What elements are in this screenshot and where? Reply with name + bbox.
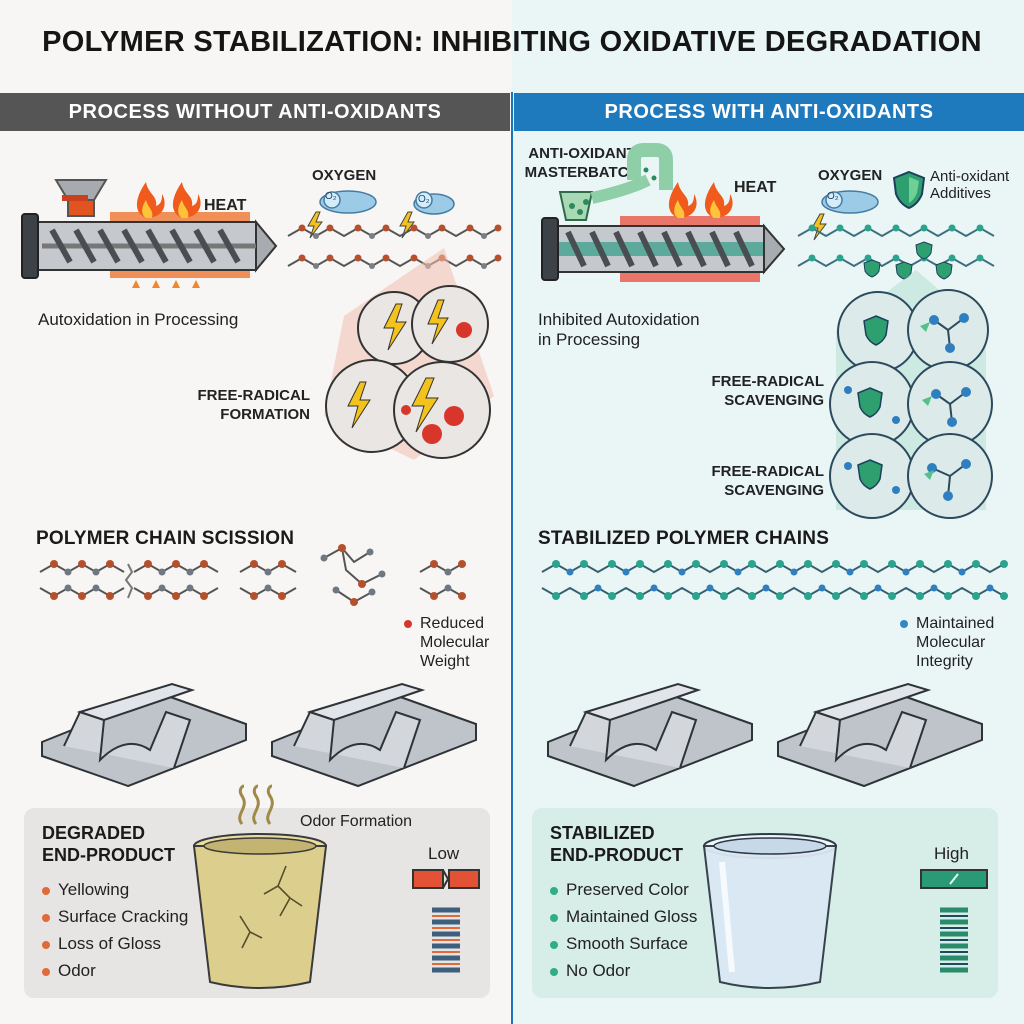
lightning-icon: [307, 211, 415, 239]
list-item: Maintained Gloss: [550, 903, 697, 930]
list-item: Smooth Surface: [550, 930, 697, 957]
protected-polymer-chain: [797, 224, 995, 280]
clear-intact-cup: [702, 833, 838, 989]
maintained-integrity-label: Maintained Molecular Integrity: [900, 614, 994, 671]
spring-icon-weak: [432, 907, 460, 973]
list-item: No Odor: [550, 957, 697, 984]
strength-label-high: High: [934, 844, 969, 863]
oxygen-molecule-icon: [821, 190, 879, 214]
list-item: Preserved Color: [550, 876, 697, 903]
odor-wave-icon: [238, 784, 274, 825]
strength-label-low: Low: [428, 844, 460, 863]
extruder-left: [21, 179, 278, 288]
extruder-right: [541, 143, 786, 282]
o2-symbol-right: O₂: [827, 191, 839, 202]
extruded-profile-right-1: [547, 682, 753, 788]
oxygen-label-left: OXYGEN: [312, 167, 377, 184]
free-radical-magnifier: [324, 248, 494, 460]
o2-symbol-left-2: O₂: [418, 194, 430, 205]
antioxidant-shield-icon: [892, 170, 926, 210]
heat-label-left: HEAT: [204, 197, 247, 214]
stabilized-chains-heading: STABILIZED POLYMER CHAINS: [538, 528, 830, 549]
page-title: POLYMER STABILIZATION: INHIBITING OXIDAT…: [42, 26, 982, 58]
reduced-mw-label: Reduced Molecular Weight: [404, 614, 489, 671]
intact-strength-bar: [920, 869, 988, 889]
list-item: Loss of Gloss: [42, 930, 188, 957]
flame-icon: [136, 182, 201, 218]
odor-formation-label: Odor Formation: [300, 813, 413, 830]
heat-label-right: HEAT: [734, 179, 777, 196]
list-item: Odor: [42, 957, 188, 984]
broken-polymer-chain: [39, 544, 466, 606]
oxygen-molecule-icon: [413, 191, 455, 215]
chain-scission-heading: POLYMER CHAIN SCISSION: [36, 528, 295, 549]
oxygen-label-right: OXYGEN: [818, 167, 883, 184]
banner-without-antioxidants: PROCESS WITHOUT ANTI-OXIDANTS: [0, 93, 510, 131]
stabilized-properties-list: Preserved Color Maintained Gloss Smooth …: [550, 876, 697, 984]
oxidizing-polymer-chain: [287, 224, 502, 269]
scavenging-magnifier: [829, 270, 993, 519]
extruded-profile-right-2: [777, 682, 983, 788]
o2-symbol-left-1: O₂: [325, 191, 337, 202]
banner-with-antioxidants: PROCESS WITH ANTI-OXIDANTS: [514, 93, 1024, 131]
degraded-properties-list: Yellowing Surface Cracking Loss of Gloss…: [42, 876, 188, 984]
extruded-profile-left-2: [271, 682, 477, 788]
extruded-profile-left-1: [41, 682, 247, 788]
process-caption-left: Autoxidation in Processing: [38, 310, 239, 329]
center-divider: [511, 92, 513, 1024]
oxygen-molecule-icon: [319, 190, 377, 214]
spring-icon-strong: [940, 907, 968, 973]
flame-icon: [668, 182, 733, 218]
list-item: Yellowing: [42, 876, 188, 903]
stabilized-polymer-chain: [541, 560, 1008, 600]
broken-strength-bar: [412, 869, 480, 889]
yellowed-cracked-cup: [192, 833, 328, 989]
list-item: Surface Cracking: [42, 903, 188, 930]
